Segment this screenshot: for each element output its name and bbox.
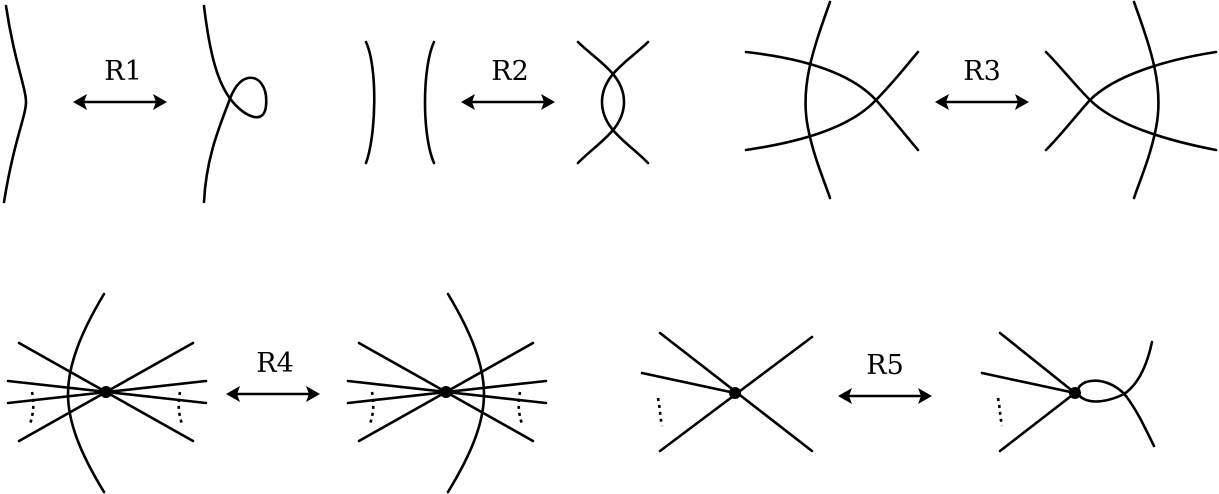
r4-left-dots-left — [28, 391, 35, 425]
r5-arrow — [836, 386, 934, 406]
r2-arrow — [459, 92, 557, 112]
r5-left-vertex — [729, 387, 741, 399]
r3-left-arc — [804, 0, 832, 200]
r1-left-strand — [2, 4, 28, 204]
move-r5: R5 — [640, 331, 1156, 453]
r1-arrow — [71, 92, 169, 112]
move-r2: R2 — [364, 40, 650, 165]
r5-label: R5 — [866, 350, 904, 381]
move-r4: R4 — [6, 292, 548, 494]
r2-right-strand-b — [600, 40, 650, 165]
r4-left-dots-right — [177, 391, 184, 425]
r4-left-arc — [66, 292, 106, 494]
move-r1: R1 — [2, 4, 268, 204]
r5-left-dots — [656, 397, 664, 427]
r3-right-arc — [1132, 0, 1160, 200]
r4-arrow — [224, 384, 322, 404]
r4-right-arc — [446, 292, 486, 494]
r4-right-dots-left — [368, 391, 375, 425]
r5-right-dots — [996, 397, 1004, 427]
r4-right-vertex — [440, 386, 452, 398]
r4-label: R4 — [256, 348, 294, 379]
r2-left-strand-a — [364, 40, 376, 165]
r3-right-strand-up — [1044, 50, 1218, 152]
r5-right-vertex — [1069, 387, 1081, 399]
r5-right-strand — [1076, 340, 1156, 448]
r4-right-dots-right — [517, 391, 524, 425]
r3-arrow — [933, 92, 1031, 112]
r3-left-strand-up — [744, 50, 920, 152]
r3-left-strand-down — [744, 50, 920, 152]
r4-right-picture — [346, 292, 548, 494]
r3-label: R3 — [963, 56, 1001, 87]
r3-right-strand-down — [1044, 50, 1218, 152]
r5-right-edge — [980, 371, 1077, 395]
r2-right-strand-a — [576, 40, 626, 165]
move-r3: R3 — [744, 0, 1218, 200]
r1-label: R1 — [104, 56, 142, 87]
r5-left-picture — [640, 331, 814, 453]
r5-right-edge — [998, 331, 1077, 395]
r1-right-strand-loop — [202, 4, 268, 204]
r5-left-edge — [640, 371, 737, 395]
r2-left-strand-b — [423, 40, 436, 165]
r5-right-picture — [980, 331, 1156, 453]
r2-label: R2 — [491, 56, 529, 87]
r4-left-vertex — [100, 386, 112, 398]
r5-right-edge — [998, 391, 1077, 453]
r4-left-picture — [6, 292, 208, 494]
